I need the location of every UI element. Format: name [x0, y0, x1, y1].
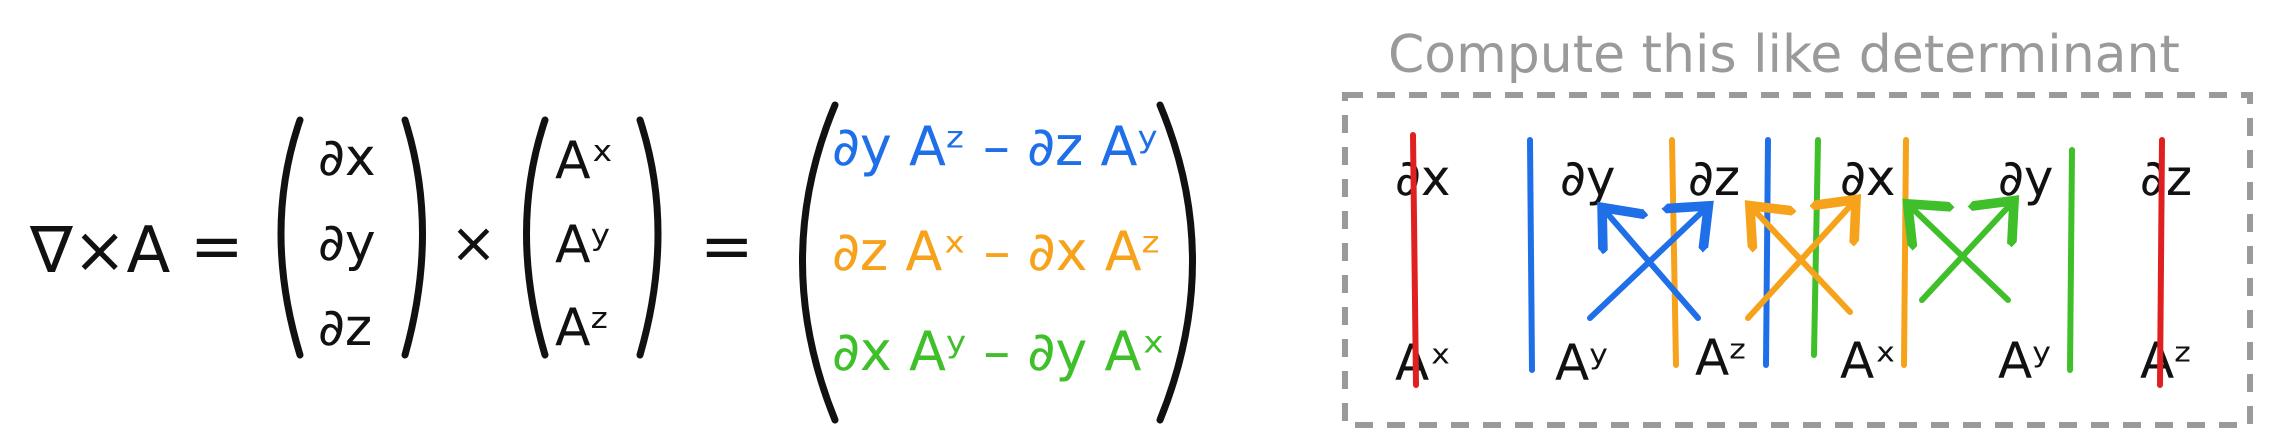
det-top-3: ∂z	[1688, 149, 1740, 207]
blue-arrow-1	[1606, 212, 1701, 321]
left-paren-result	[799, 101, 839, 424]
det-bottom-4: Aˣ	[1840, 332, 1896, 390]
green-arrow-1	[1912, 208, 2011, 303]
result-row-y: ∂z Aˣ – ∂x Aᶻ	[832, 220, 1161, 283]
green-line-right	[2067, 147, 2075, 373]
red-strike-right	[2157, 137, 2165, 388]
det-top-6: ∂z	[2140, 149, 2192, 207]
cross-sign: ×	[450, 211, 497, 276]
equals-sign-1: =	[190, 210, 244, 284]
det-top-4: ∂x	[1840, 149, 1895, 207]
partial-z: ∂z	[318, 298, 372, 358]
det-bottom-5: Aʸ	[1998, 332, 2051, 390]
blue-arrow-2	[1587, 210, 1704, 321]
result-row-x: ∂y Aᶻ – ∂z Aʸ	[832, 115, 1158, 178]
blue-line-left	[1527, 137, 1535, 373]
blue-line-right	[1763, 137, 1771, 368]
right-paren-result	[1156, 101, 1196, 424]
right-paren-partials	[401, 116, 426, 359]
result-row-z: ∂x Aʸ – ∂y Aˣ	[832, 320, 1165, 383]
orange-line-right	[1901, 137, 1909, 368]
determinant-caption: Compute this like determinant	[1388, 25, 2180, 85]
det-top-5: ∂y	[1998, 149, 2053, 207]
orange-arrow-2	[1745, 204, 1852, 321]
det-bottom-6: Aᶻ	[2140, 332, 2193, 390]
left-paren-A	[523, 116, 549, 359]
partial-x: ∂x	[318, 128, 376, 188]
right-paren-A	[636, 116, 662, 359]
det-bottom-3: Aᶻ	[1695, 329, 1748, 387]
det-bottom-2: Aʸ	[1555, 334, 1608, 392]
left-paren-partials	[277, 116, 304, 359]
det-bottom-1: Aˣ	[1395, 334, 1451, 392]
red-strike-left	[1410, 132, 1419, 388]
partial-y: ∂y	[318, 213, 376, 273]
curl-lhs: ∇×A	[29, 214, 170, 288]
determinant-box	[1342, 92, 2253, 428]
component-Ay: Aʸ	[555, 215, 610, 275]
equals-sign-2: =	[700, 210, 754, 284]
component-Az: Aᶻ	[555, 298, 610, 358]
det-top-1: ∂x	[1395, 149, 1450, 207]
det-top-2: ∂y	[1560, 149, 1615, 207]
orange-line-left	[1669, 137, 1679, 368]
component-Ax: Aˣ	[555, 131, 614, 191]
green-arrow-2	[1919, 205, 2010, 303]
